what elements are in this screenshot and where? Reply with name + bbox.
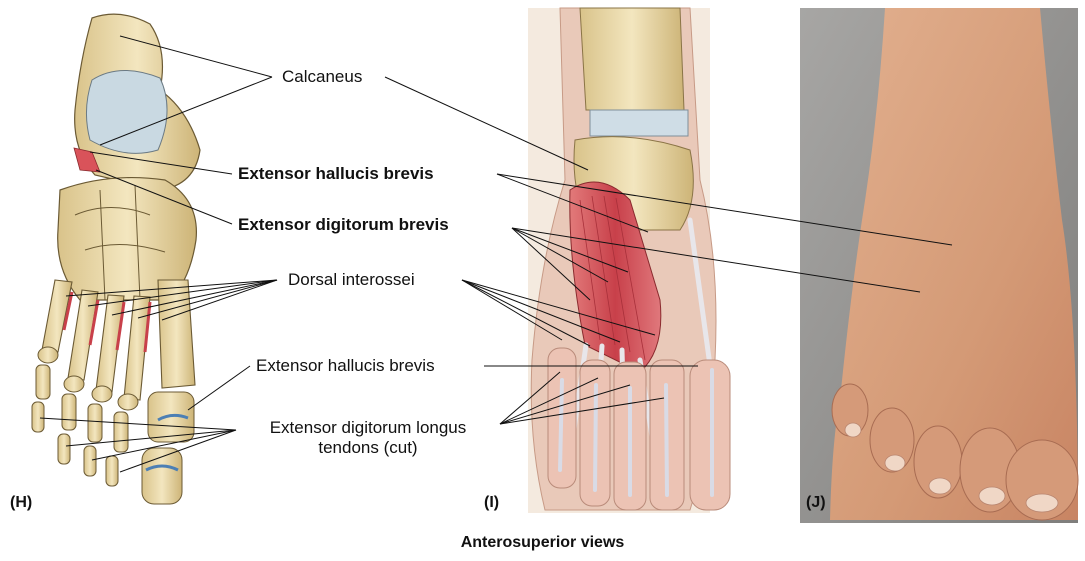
talus-cartilage [86,70,167,153]
label-dorsal-interossei: Dorsal interossei [288,270,415,290]
label-extensor-digitorum-longus: Extensor digitorum longus tendons (cut) [240,418,496,458]
label-edl-line1: Extensor digitorum longus [240,418,496,438]
panel-label-j: (J) [806,494,826,512]
label-calcaneus: Calcaneus [282,67,362,87]
panel-h-bones [32,14,200,504]
label-extensor-hallucis-brevis-lower: Extensor hallucis brevis [256,356,435,376]
panel-label-i: (I) [484,494,499,512]
label-extensor-hallucis-brevis-top: Extensor hallucis brevis [238,164,434,184]
label-edl-line2: tendons (cut) [240,438,496,458]
leg-bones [580,8,684,110]
figure-caption: Anterosuperior views [0,534,1085,552]
label-extensor-digitorum-brevis: Extensor digitorum brevis [238,215,449,235]
panel-i-muscles [528,8,730,513]
panel-label-h: (H) [10,494,32,512]
panel-j-photo [800,8,1078,523]
